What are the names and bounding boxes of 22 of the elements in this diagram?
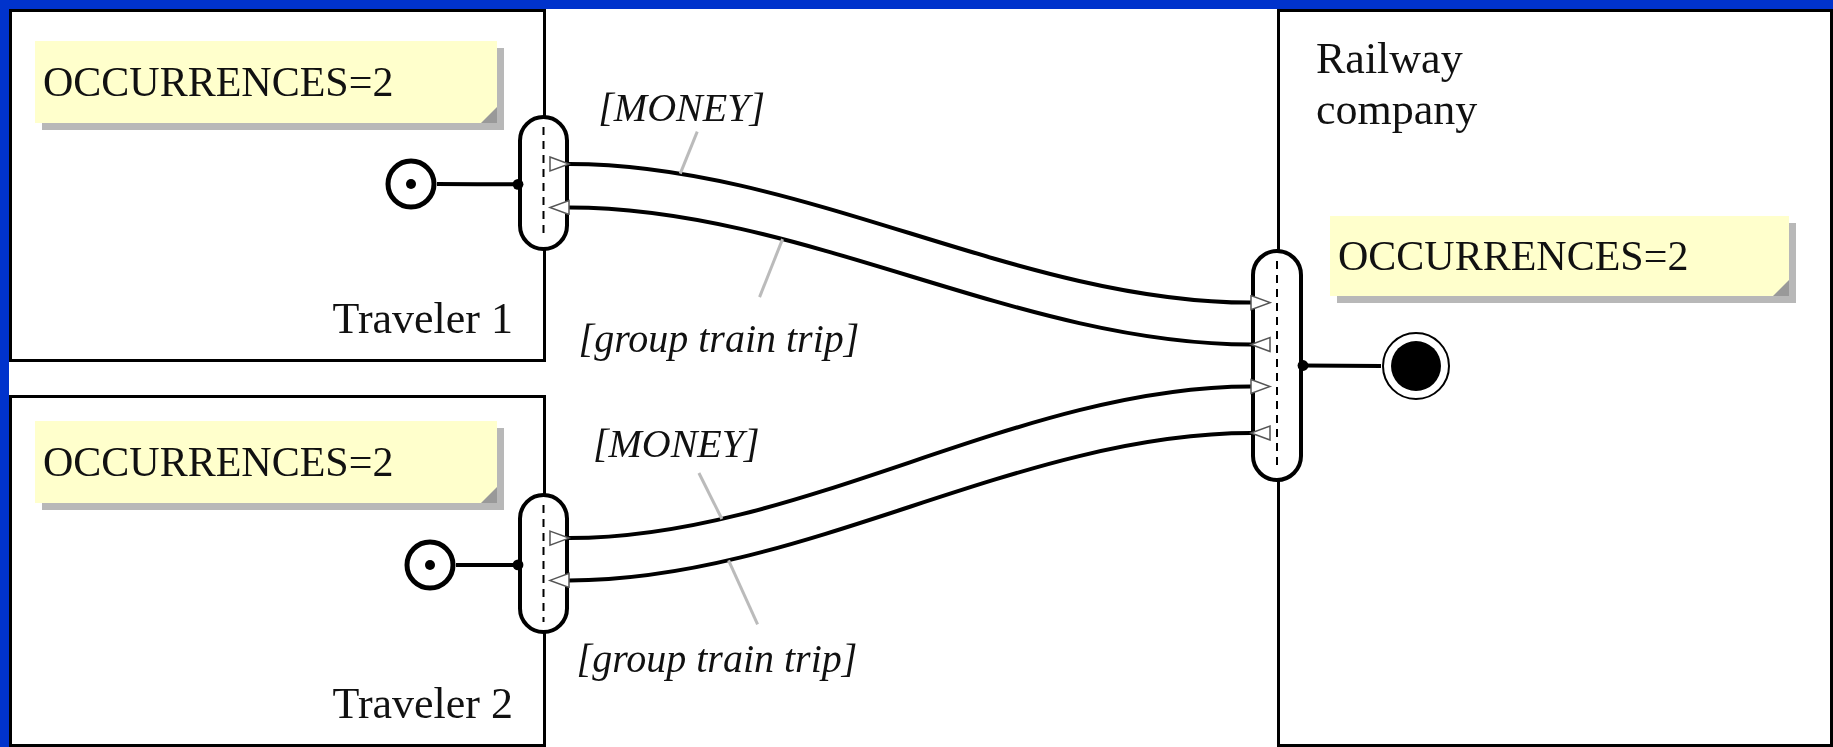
start-stimulus-icon — [404, 539, 456, 591]
edge-label: [group train trip] — [578, 315, 860, 363]
edge-label: [group train trip] — [576, 635, 858, 683]
value-transfer-arrow — [548, 378, 1271, 547]
value-transfer-arrow — [549, 424, 1272, 589]
actor-box — [1277, 9, 1833, 747]
value-transfer-arrow — [549, 199, 1272, 354]
connection-line — [437, 178, 524, 190]
actor-name: Traveler 1 — [332, 294, 513, 345]
actor-box — [9, 395, 546, 747]
connection-line — [456, 559, 524, 571]
actor-name: Railway company — [1316, 34, 1479, 136]
value-interface — [518, 115, 569, 251]
actor-box — [9, 9, 546, 362]
value-transfer-arrow — [548, 155, 1271, 311]
connection-line — [1297, 360, 1381, 371]
edge-label: [MONEY] — [592, 419, 760, 467]
start-stimulus-icon — [385, 158, 437, 210]
end-stimulus-icon — [1381, 331, 1451, 401]
actor-name: Traveler 2 — [332, 679, 513, 730]
value-interface — [518, 493, 569, 634]
edge-label: [MONEY] — [598, 83, 765, 131]
